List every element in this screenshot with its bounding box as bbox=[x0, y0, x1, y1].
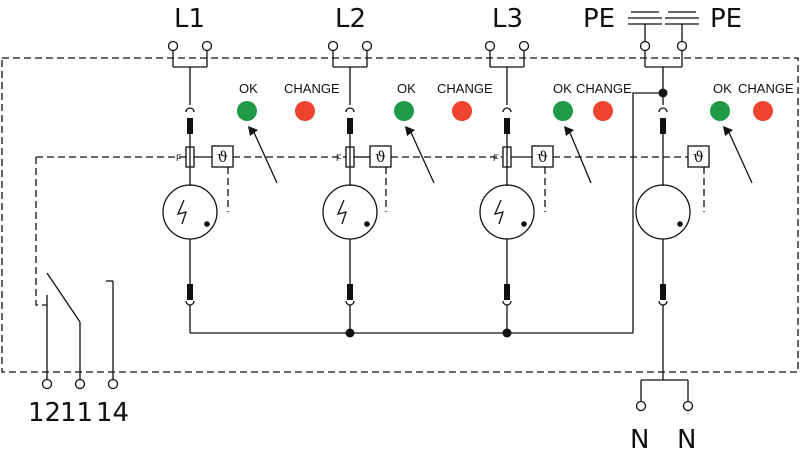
module-connector-top-l2 bbox=[347, 118, 353, 134]
varistor-arrester-l3 bbox=[479, 184, 535, 240]
terminal-label-n-right: N bbox=[677, 425, 696, 455]
status-led-ok-l1 bbox=[237, 101, 257, 121]
terminal-pair-l1 bbox=[167, 40, 213, 105]
status-ok-label-l2: OK bbox=[397, 81, 416, 96]
device-enclosure bbox=[1, 57, 799, 373]
gas-discharge-arrester-npe bbox=[635, 184, 691, 240]
terminal-label-n-left: N bbox=[630, 425, 649, 455]
thermal-symbol-l2: ϑ bbox=[375, 148, 386, 166]
status-change-label-l1: CHANGE bbox=[284, 81, 340, 96]
terminal-label-l3: L3 bbox=[492, 4, 523, 34]
thermal-symbol-l1: ϑ bbox=[217, 148, 228, 166]
module-connector-top-l3 bbox=[504, 118, 510, 134]
plug-contact-top-l1 bbox=[185, 107, 195, 113]
remote-contact-switch bbox=[41, 272, 119, 390]
status-indicator-arrow-l2 bbox=[408, 127, 435, 184]
status-led-change-l1 bbox=[295, 101, 315, 121]
status-change-label-npe: CHANGE bbox=[738, 81, 794, 96]
module-connector-bottom-npe bbox=[660, 284, 666, 300]
status-indicator-arrow-l3 bbox=[567, 127, 592, 184]
varistor-arrester-l2 bbox=[322, 184, 378, 240]
status-led-change-l3 bbox=[593, 101, 613, 121]
plug-contact-bottom-npe bbox=[658, 300, 668, 306]
status-ok-label-npe: OK bbox=[713, 81, 732, 96]
module-connector-top-l1 bbox=[187, 118, 193, 134]
lightning-icon bbox=[493, 199, 504, 225]
terminal-pair-l2 bbox=[327, 40, 373, 105]
module-l1: L1 F ϑ OK CHANGE bbox=[162, 4, 340, 333]
terminal-label-pe-right: PE bbox=[710, 4, 742, 34]
contact-label-11: 11 bbox=[60, 398, 93, 428]
module-connector-top-npe bbox=[660, 118, 666, 134]
lightning-icon bbox=[336, 199, 347, 225]
terminal-label-l2: L2 bbox=[335, 4, 366, 34]
lightning-icon bbox=[176, 199, 187, 225]
plug-contact-bottom-l3 bbox=[502, 300, 512, 306]
status-change-label-l3: CHANGE bbox=[576, 81, 632, 96]
plug-contact-bottom-l1 bbox=[185, 300, 195, 306]
contact-label-14: 14 bbox=[96, 398, 129, 428]
plug-contact-top-l2 bbox=[345, 107, 355, 113]
terminal-pair-n bbox=[635, 379, 694, 412]
status-led-change-npe bbox=[753, 101, 773, 121]
module-l3: L3 F ϑ OK CHANGE bbox=[479, 4, 632, 333]
module-connector-bottom-l3 bbox=[504, 284, 510, 300]
plug-contact-top-npe bbox=[658, 107, 668, 113]
terminal-pair-pe bbox=[639, 40, 688, 105]
fuse-label-l3: F bbox=[493, 153, 499, 163]
thermal-symbol-l3: ϑ bbox=[537, 148, 548, 166]
pe-bus-wire bbox=[632, 92, 663, 333]
status-led-ok-l3 bbox=[553, 101, 573, 121]
status-change-label-l2: CHANGE bbox=[437, 81, 493, 96]
terminal-label-pe-left: PE bbox=[583, 4, 615, 34]
junction-dot-l3 bbox=[502, 328, 512, 338]
status-indicator-arrow-l1 bbox=[251, 127, 278, 184]
fuse-label-l1: F bbox=[176, 153, 182, 163]
module-l2: L2 F ϑ OK CHANGE bbox=[322, 4, 493, 333]
status-led-change-l2 bbox=[452, 101, 472, 121]
module-connector-bottom-l2 bbox=[347, 284, 353, 300]
status-led-ok-l2 bbox=[394, 101, 414, 121]
status-ok-label-l1: OK bbox=[239, 81, 258, 96]
module-connector-bottom-l1 bbox=[187, 284, 193, 300]
terminal-label-l1: L1 bbox=[174, 4, 205, 34]
contact-label-12: 12 bbox=[28, 398, 61, 428]
junction-dot-l2 bbox=[345, 328, 355, 338]
status-led-ok-npe bbox=[710, 101, 730, 121]
fuse-label-l2: F bbox=[336, 153, 342, 163]
thermal-symbol-npe: ϑ bbox=[693, 148, 704, 166]
varistor-arrester-l1 bbox=[162, 184, 218, 240]
terminal-pair-l3 bbox=[484, 40, 530, 105]
ground-symbol-icon bbox=[628, 11, 699, 41]
module-n-pe: PE PE ϑ bbox=[583, 4, 794, 380]
status-ok-label-l3: OK bbox=[553, 81, 572, 96]
status-indicator-arrow-npe bbox=[726, 127, 753, 184]
plug-contact-bottom-l2 bbox=[345, 300, 355, 306]
plug-contact-top-l3 bbox=[502, 107, 512, 113]
